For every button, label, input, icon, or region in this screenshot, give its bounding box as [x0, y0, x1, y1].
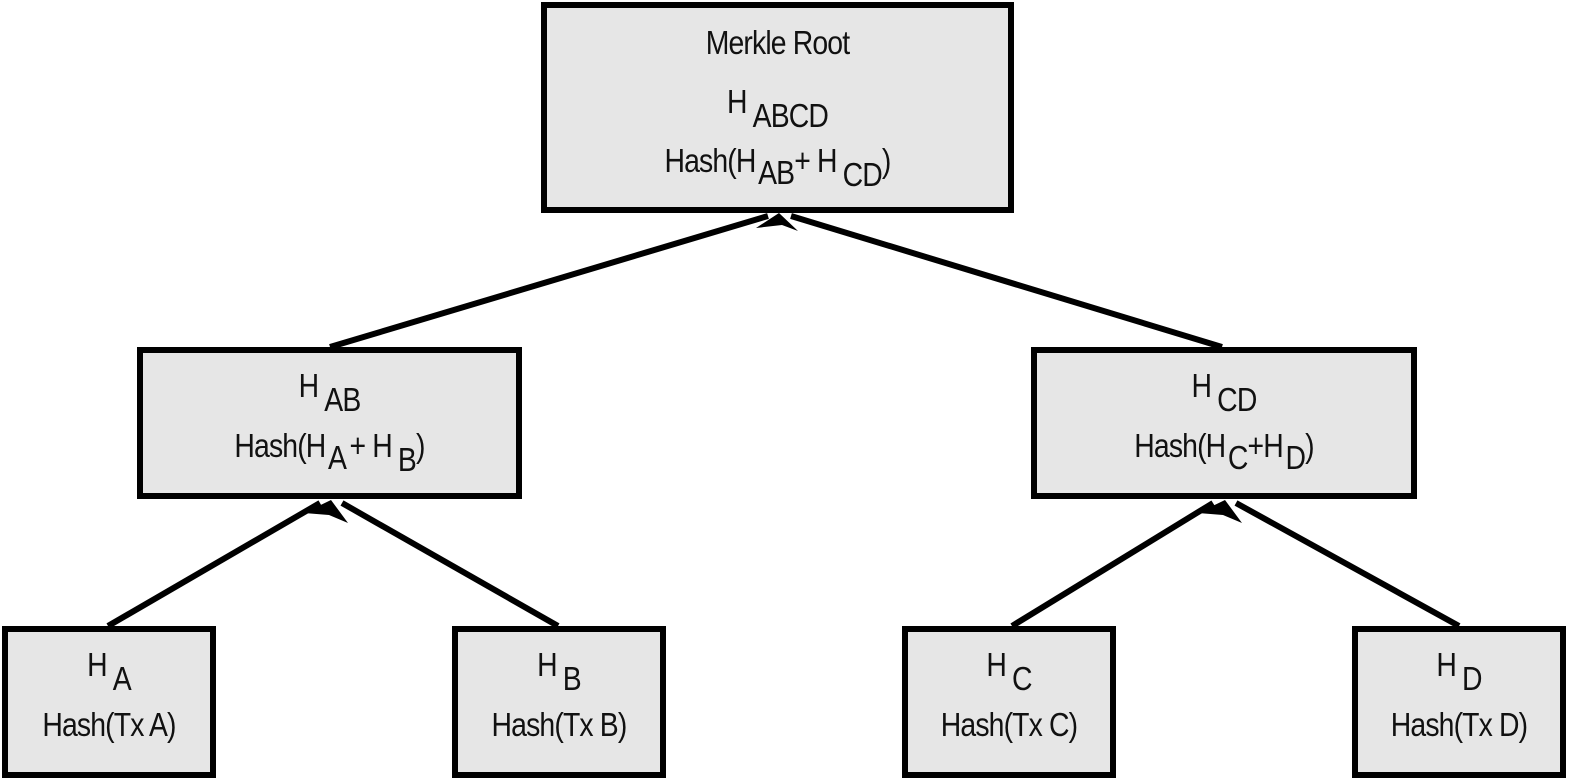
edge-c-to-cd	[1010, 500, 1215, 629]
leaf-c-formula: Hash(Tx C)	[940, 706, 1078, 743]
edge-a-to-ab	[106, 500, 322, 629]
leaf-d-formula: Hash(Tx D)	[1390, 706, 1528, 743]
arrowhead-icon	[756, 213, 798, 231]
hash-cd-formula: Hash(HC+HD)	[1134, 427, 1314, 476]
edge-b-to-ab	[340, 500, 560, 629]
edge-cd-to-root	[790, 213, 1223, 350]
merkle-root-title: Merkle Root	[705, 24, 850, 61]
leaf-b-formula: Hash(Tx B)	[491, 706, 628, 743]
arrowhead-icon	[304, 500, 348, 523]
edge-ab-to-root	[329, 213, 769, 350]
edge-d-to-cd	[1234, 500, 1461, 629]
leaf-a-formula: Hash(Tx A)	[42, 706, 176, 743]
arrowhead-icon	[1198, 500, 1242, 523]
